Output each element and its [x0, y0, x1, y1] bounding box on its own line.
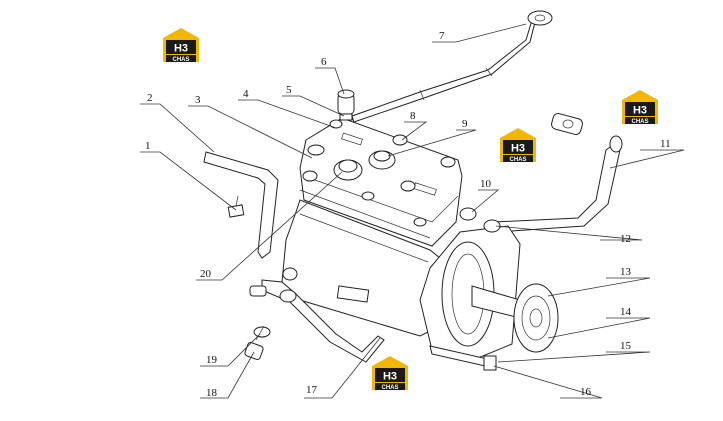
callout-3: 3 — [195, 94, 201, 106]
callout-5: 5 — [286, 84, 292, 96]
valve-part — [337, 89, 355, 121]
logo-mark-text: H3 — [511, 143, 525, 155]
callout-6: 6 — [321, 56, 327, 68]
tie-bolt — [429, 345, 497, 371]
callout-17: 17 — [306, 384, 318, 396]
logo-mark-text: H3 — [174, 43, 188, 55]
callout-18: 18 — [206, 387, 218, 399]
callout-12: 12 — [620, 233, 631, 245]
callout-20: 20 — [200, 268, 212, 280]
callout-10: 10 — [480, 178, 492, 190]
callout-11: 11 — [660, 138, 671, 150]
callout-2: 2 — [147, 92, 153, 104]
callout-14: 14 — [620, 306, 632, 318]
callout-labels: 1 2 3 4 5 6 7 8 9 10 11 12 13 14 15 16 1… — [145, 30, 671, 399]
callout-7: 7 — [439, 30, 445, 42]
upper-pipe — [351, 10, 553, 123]
lower-pipe — [244, 279, 385, 363]
drive-gear — [471, 283, 559, 353]
side-pipe — [493, 135, 623, 233]
compressor-body — [281, 199, 441, 337]
callout-1: 1 — [145, 140, 151, 152]
bracket-part — [203, 151, 279, 259]
banjo-fitting — [551, 113, 583, 135]
logo-watermark: H3 CHAS — [622, 90, 658, 125]
callout-4: 4 — [243, 88, 249, 100]
logo-watermark: H3 CHAS — [372, 356, 408, 391]
logo-mark-text: H3 — [383, 371, 397, 383]
logo-watermark: H3 CHAS — [163, 28, 199, 63]
cylinder-head — [299, 117, 463, 247]
logo-subtitle-text: CHAS — [509, 157, 526, 163]
logo-mark-text: H3 — [633, 105, 647, 117]
gear-housing — [419, 207, 521, 359]
callout-19: 19 — [206, 354, 218, 366]
logo-watermark: H3 CHAS — [500, 128, 536, 163]
logo-subtitle-text: CHAS — [381, 385, 398, 391]
bolt-part — [227, 195, 245, 218]
callout-15: 15 — [620, 340, 632, 352]
logo-subtitle-text: CHAS — [631, 119, 648, 125]
callout-13: 13 — [620, 266, 632, 278]
logo-subtitle-text: CHAS — [172, 57, 189, 63]
callout-9: 9 — [462, 118, 468, 130]
callout-16: 16 — [580, 386, 592, 398]
callout-8: 8 — [410, 110, 416, 122]
leader-lines — [140, 23, 685, 399]
